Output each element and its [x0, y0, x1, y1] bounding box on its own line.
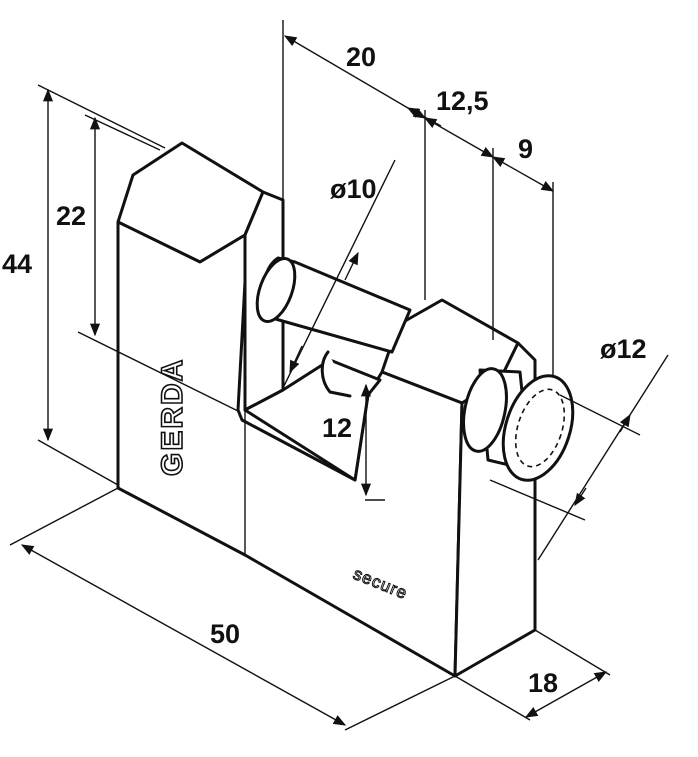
dim-label-shackle-diameter: ø10 [330, 174, 377, 204]
dim-label-offset-a: 12,5 [436, 86, 489, 116]
dim-label-shackle-span: 20 [346, 42, 376, 72]
dim-arrow-o12-bottom [574, 487, 587, 507]
dim-label-width: 50 [210, 619, 240, 649]
dim-line-18 [524, 671, 608, 718]
dim-label-offset-b: 9 [518, 134, 533, 164]
dim-line-12-5 [423, 117, 495, 158]
dimension-labels: 44 22 20 12,5 9 ø10 ø12 12 50 18 [2, 42, 647, 698]
dim-leader-o10 [282, 159, 396, 389]
dim-label-height-body: 22 [56, 201, 86, 231]
dim-arrow-o10-top [344, 251, 359, 281]
dim-label-depth: 18 [528, 668, 558, 698]
dim-line-9 [491, 156, 555, 192]
dim-label-cylinder-diameter: ø12 [600, 334, 647, 364]
shackle-inner [320, 350, 352, 398]
dim-line-50 [20, 544, 347, 726]
dim-label-height-total: 44 [2, 249, 32, 279]
shackle [255, 256, 412, 398]
lock-cylinder [462, 367, 575, 482]
dimension-lines [20, 35, 669, 726]
cylinder-keyway [514, 388, 566, 468]
dim-leader-o12 [537, 354, 669, 561]
cylinder-face [501, 374, 575, 482]
cylinder-collar-end [462, 367, 508, 453]
brand-logo: GERDA [156, 358, 189, 476]
dim-arrow-o10-bottom [289, 345, 303, 374]
dim-arrow-o12-top [619, 413, 631, 433]
shackle-end [255, 257, 297, 323]
dim-line-20 [283, 35, 427, 119]
dim-label-gap-height: 12 [322, 413, 352, 443]
